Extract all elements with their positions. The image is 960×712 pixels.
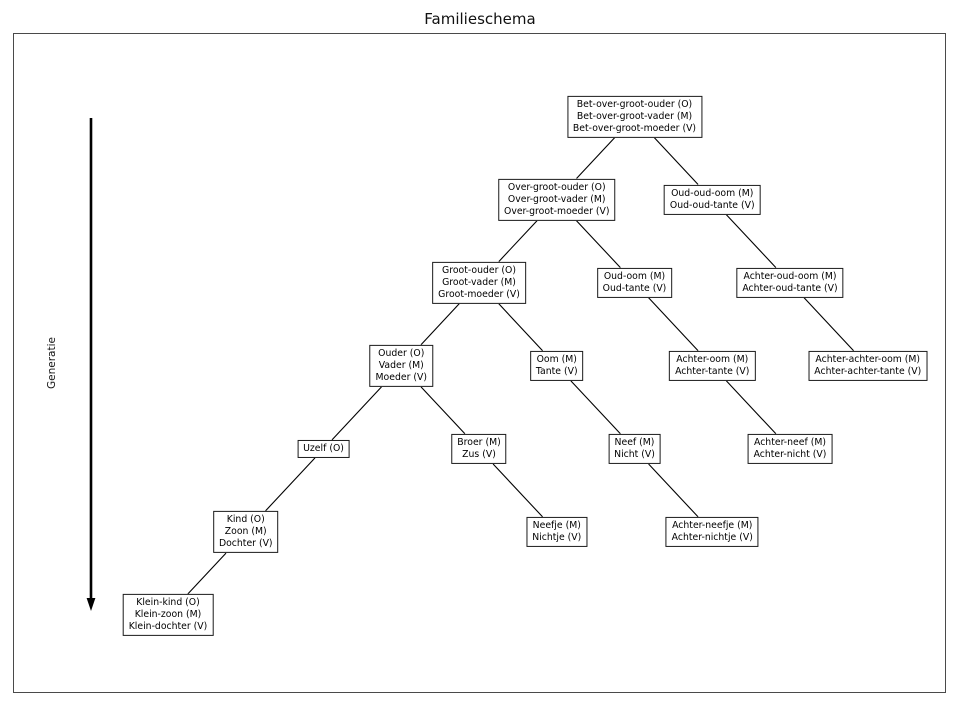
plot-frame (13, 33, 946, 693)
node-label: Dochter (V) (218, 538, 273, 550)
node-uzelf: Uzelf (O) (297, 439, 350, 458)
node-achter-neef: Achter-neef (M)Achter-nicht (V) (747, 433, 833, 464)
node-label: Bet-over-groot-moeder (V) (572, 122, 697, 134)
node-label: Bet-over-groot-vader (M) (576, 110, 693, 122)
node-label: Oom (M) (536, 353, 577, 365)
node-achter-neefje: Achter-neefje (M)Achter-nichtje (V) (665, 516, 759, 548)
node-oud-oom: Oud-oom (M)Oud-tante (V) (596, 267, 673, 298)
edge-kind--klein-kind (187, 552, 227, 595)
node-label: Groot-vader (M) (442, 276, 516, 288)
node-label: Achter-neef (M) (754, 436, 826, 448)
edge-over-groot-ouder--groot-ouder (498, 220, 538, 262)
node-neefje: Neefje (M)Nichtje (V) (526, 516, 588, 548)
node-label: Oud-oud-tante (V) (669, 199, 755, 211)
node-label: Nicht (V) (614, 448, 655, 460)
node-label: Oud-tante (V) (602, 282, 667, 294)
node-label: Groot-moeder (V) (438, 288, 520, 300)
node-klein-kind: Klein-kind (O)Klein-zoon (M)Klein-dochte… (122, 593, 214, 637)
node-label: Achter-neefje (M) (672, 519, 753, 531)
node-oom: Oom (M)Tante (V) (529, 350, 584, 381)
edge-groot-ouder--oom (498, 303, 544, 352)
node-label: Achter-oud-tante (V) (742, 282, 838, 294)
node-label: Klein-zoon (M) (134, 609, 202, 621)
edge-over-groot-ouder--oud-oom (576, 220, 621, 268)
node-label: Achter-achter-tante (V) (814, 365, 922, 377)
node-label: Groot-ouder (O) (442, 264, 516, 276)
node-oud-oud-oom: Oud-oud-oom (M)Oud-oud-tante (V) (663, 184, 761, 215)
node-label: Over-groot-moeder (V) (504, 205, 610, 217)
node-label: Achter-achter-oom (M) (815, 353, 921, 365)
edge-ouder--uzelf (331, 386, 382, 441)
node-label: Achter-oud-oom (M) (743, 270, 837, 282)
node-over-groot-ouder: Over-groot-ouder (O)Over-groot-vader (M)… (498, 178, 616, 221)
edge-bet-over-groot-ouder--oud-oud-oom (653, 137, 699, 185)
edge-layer (187, 137, 855, 595)
edge-neef-nicht--achter-neefje (648, 463, 699, 518)
generation-axis-label: Generatie (46, 337, 58, 389)
node-achter-oom: Achter-oom (M)Achter-tante (V) (669, 350, 756, 381)
node-label: Tante (V) (535, 365, 578, 377)
node-label: Vader (M) (378, 359, 424, 371)
node-label: Oud-oud-oom (M) (671, 187, 754, 199)
edge-ouder--broer-zus (420, 386, 466, 435)
node-label: Achter-tante (V) (675, 365, 750, 377)
node-neef-nicht: Neef (M)Nicht (V) (608, 433, 661, 464)
node-broer-zus: Broer (M)Zus (V) (451, 433, 507, 464)
edge-groot-ouder--ouder (420, 303, 460, 346)
node-achter-oud-oom: Achter-oud-oom (M)Achter-oud-tante (V) (736, 267, 844, 298)
node-label: Over-groot-ouder (O) (507, 181, 606, 193)
node-bet-over-groot-ouder: Bet-over-groot-ouder (O)Bet-over-groot-v… (566, 95, 703, 138)
node-label: Moeder (V) (375, 371, 427, 383)
node-label: Kind (O) (226, 513, 265, 525)
node-kind: Kind (O)Zoon (M)Dochter (V) (212, 510, 279, 554)
node-label: Zus (V) (462, 448, 496, 460)
figure-title: Familieschema (424, 10, 536, 28)
node-label: Achter-nichtje (V) (671, 532, 753, 543)
node-label: Neef (M) (614, 436, 655, 448)
node-label: Oud-oom (M) (603, 270, 666, 282)
node-groot-ouder: Groot-ouder (O)Groot-vader (M)Groot-moed… (432, 261, 526, 304)
edge-broer-zus--neefje (492, 463, 544, 518)
generation-arrow (86, 118, 96, 611)
edge-oom--neef-nicht (570, 380, 621, 435)
node-label: Neefje (M) (532, 519, 581, 531)
node-ouder: Ouder (O)Vader (M)Moeder (V) (369, 344, 433, 387)
node-label: Zoon (M) (224, 525, 267, 537)
node-achter-achter-oom: Achter-achter-oom (M)Achter-achter-tante… (808, 350, 928, 381)
node-label: Bet-over-groot-ouder (O) (576, 98, 693, 110)
node-label: Klein-kind (O) (136, 596, 200, 608)
node-label: Broer (M) (457, 436, 501, 448)
node-label: Achter-oom (M) (676, 353, 749, 365)
node-label: Klein-dochter (V) (128, 621, 208, 633)
node-label: Over-groot-vader (M) (507, 193, 606, 205)
edge-achter-oud-oom--achter-achter-oom (803, 297, 855, 352)
node-label: Uzelf (O) (303, 442, 344, 454)
edge-oud-oud-oom--achter-oud-oom (725, 214, 777, 268)
edge-oud-oom--achter-oom (648, 297, 699, 352)
node-label: Nichtje (V) (532, 532, 582, 543)
edge-uzelf--kind (265, 457, 316, 512)
node-label: Achter-nicht (V) (753, 448, 827, 460)
edge-achter-oom--achter-neef (725, 380, 777, 435)
node-label: Ouder (O) (378, 347, 425, 359)
edge-bet-over-groot-ouder--over-groot-ouder (576, 137, 616, 179)
